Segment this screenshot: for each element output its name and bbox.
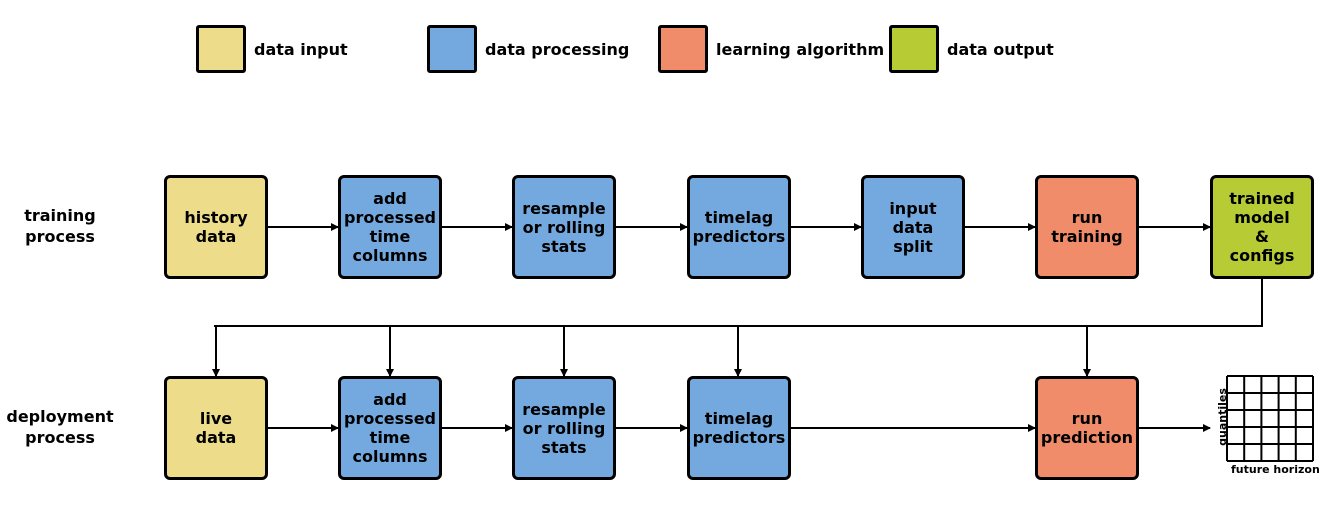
- box-deploy-resample-or-rolling-stats: resample or rolling stats: [512, 376, 616, 480]
- box-line: prediction: [1040, 428, 1134, 447]
- box-run-prediction: run prediction: [1035, 376, 1139, 480]
- grid-x-label: future horizon: [1231, 463, 1320, 476]
- box-live-data: live data: [164, 376, 268, 480]
- box-line: add: [373, 390, 407, 409]
- box-line: stats: [541, 437, 587, 457]
- box-line: data: [892, 217, 934, 237]
- box-train-resample-or-rolling-stats: resample or rolling stats: [512, 175, 616, 279]
- box-train-timelag-predictors: timelag predictors: [687, 175, 791, 279]
- box-line: configs: [1229, 246, 1295, 265]
- box-line: time: [369, 428, 411, 447]
- box-line: columns: [352, 447, 428, 466]
- box-deploy-timelag-predictors: timelag predictors: [687, 376, 791, 480]
- legend-label-data-input: data input: [254, 40, 348, 59]
- box-line: add: [373, 189, 407, 208]
- box-trained-model-configs: trained model & configs: [1210, 175, 1314, 279]
- legend-label-data-output: data output: [947, 40, 1054, 59]
- row-label-line: training: [24, 206, 96, 225]
- legend-swatch-learning-algorithm: [658, 25, 708, 73]
- box-line: &: [1255, 227, 1269, 246]
- row-label-line: deployment: [6, 407, 114, 426]
- box-line: trained: [1229, 189, 1295, 208]
- box-line: or rolling: [522, 217, 606, 237]
- legend-swatch-data-input: [196, 25, 246, 73]
- box-line: or rolling: [522, 418, 606, 438]
- box-line: run: [1071, 208, 1103, 227]
- box-line: run: [1071, 409, 1103, 428]
- box-line: resample: [522, 198, 606, 218]
- box-line: timelag: [704, 208, 774, 227]
- box-line: timelag: [704, 409, 774, 428]
- box-line: split: [893, 236, 933, 256]
- box-line: stats: [541, 236, 587, 256]
- row-label-training: training process: [0, 205, 125, 247]
- row-label-line: process: [25, 428, 95, 447]
- box-line: data: [195, 428, 237, 447]
- legend-label-data-processing: data processing: [485, 40, 630, 59]
- box-line: predictors: [692, 428, 786, 447]
- box-line: training: [1051, 227, 1123, 246]
- box-line: input: [889, 198, 937, 218]
- box-line: predictors: [692, 227, 786, 246]
- box-input-data-split: input data split: [861, 175, 965, 279]
- box-line: model: [1234, 208, 1290, 227]
- box-history-data: history data: [164, 175, 268, 279]
- legend-label-learning-algorithm: learning algorithm: [716, 40, 885, 59]
- legend-swatch-data-processing: [427, 25, 477, 73]
- box-line: time: [369, 227, 411, 246]
- box-train-add-processed-time-columns: add processed time columns: [338, 175, 442, 279]
- box-deploy-add-processed-time-columns: add processed time columns: [338, 376, 442, 480]
- row-label-deployment: deployment process: [0, 406, 125, 448]
- row-label-line: process: [25, 227, 95, 246]
- box-line: data: [195, 227, 237, 246]
- box-line: resample: [522, 399, 606, 419]
- box-line: columns: [352, 246, 428, 265]
- box-line: history: [184, 208, 248, 227]
- legend-swatch-data-output: [889, 25, 939, 73]
- box-line: live: [199, 409, 233, 428]
- grid-y-label: quantiles: [1215, 388, 1229, 446]
- box-run-training: run training: [1035, 175, 1139, 279]
- box-line: processed: [343, 208, 437, 227]
- box-line: processed: [343, 409, 437, 428]
